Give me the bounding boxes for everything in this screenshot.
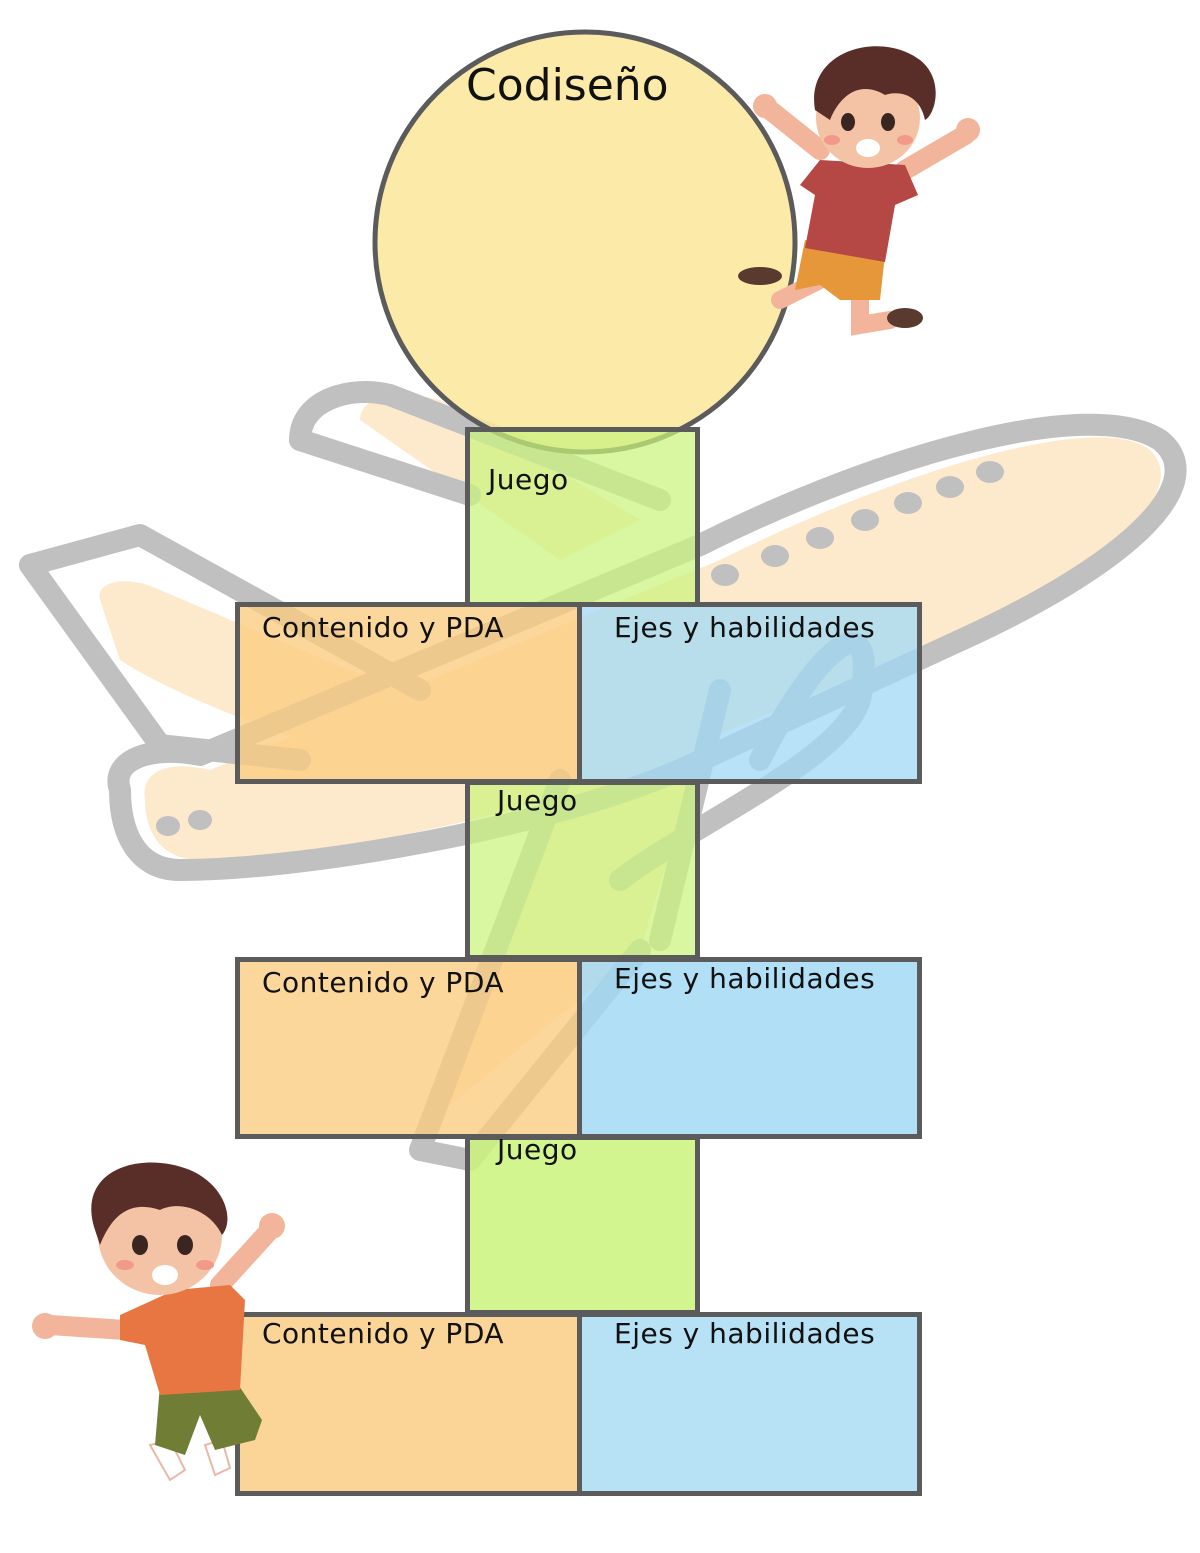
contenido-box-2 (235, 957, 582, 1139)
juego-box-3 (465, 1135, 700, 1315)
contenido-box-1 (235, 602, 582, 784)
ejes-box-3 (577, 1312, 922, 1496)
contenido-label-1: Contenido y PDA (262, 611, 505, 644)
contenido-box-3 (235, 1312, 582, 1496)
ejes-label-2: Ejes y habilidades (614, 962, 876, 995)
diagram-title: Codiseño (466, 60, 669, 111)
ejes-box-1 (577, 602, 922, 784)
juego-label-2: Juego (497, 784, 578, 817)
juego-label-1: Juego (488, 463, 569, 496)
ejes-label-1: Ejes y habilidades (614, 611, 876, 644)
juego-label-3: Juego (497, 1133, 578, 1166)
contenido-label-2: Contenido y PDA (262, 966, 505, 999)
juego-box-2 (465, 780, 700, 960)
juego-box-1 (465, 427, 700, 607)
ejes-box-2 (577, 957, 922, 1139)
contenido-label-3: Contenido y PDA (262, 1317, 505, 1350)
ejes-label-3: Ejes y habilidades (614, 1317, 876, 1350)
